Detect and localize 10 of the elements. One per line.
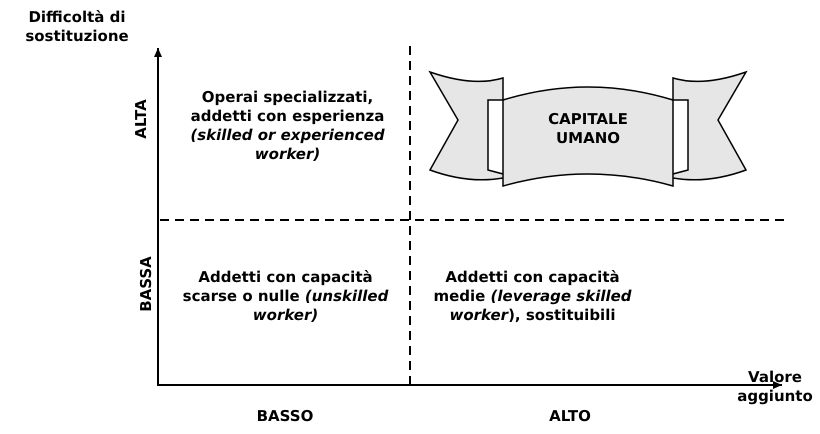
axis-label: BASSA (137, 255, 155, 314)
quadrant-text: Addetti con capacità scarse o nulle (unskilled worker) (182, 268, 390, 325)
axis-title: Difficoltà di sostituzione (24, 8, 130, 46)
axis-label: BASSO (256, 407, 314, 426)
quadrant-text: Operai specializzati, addetti con esperienza (skilled or experienced worker) (189, 88, 386, 164)
quadrant-text: Addetti con capacità medie (leverage skilled worker), sostituibili (432, 268, 633, 325)
banner-text: CAPITALE UMANO (547, 110, 629, 148)
axis-title: Valore aggiunto (736, 368, 814, 406)
axis-label: ALTA (132, 98, 150, 141)
axis-label: ALTO (548, 407, 592, 426)
